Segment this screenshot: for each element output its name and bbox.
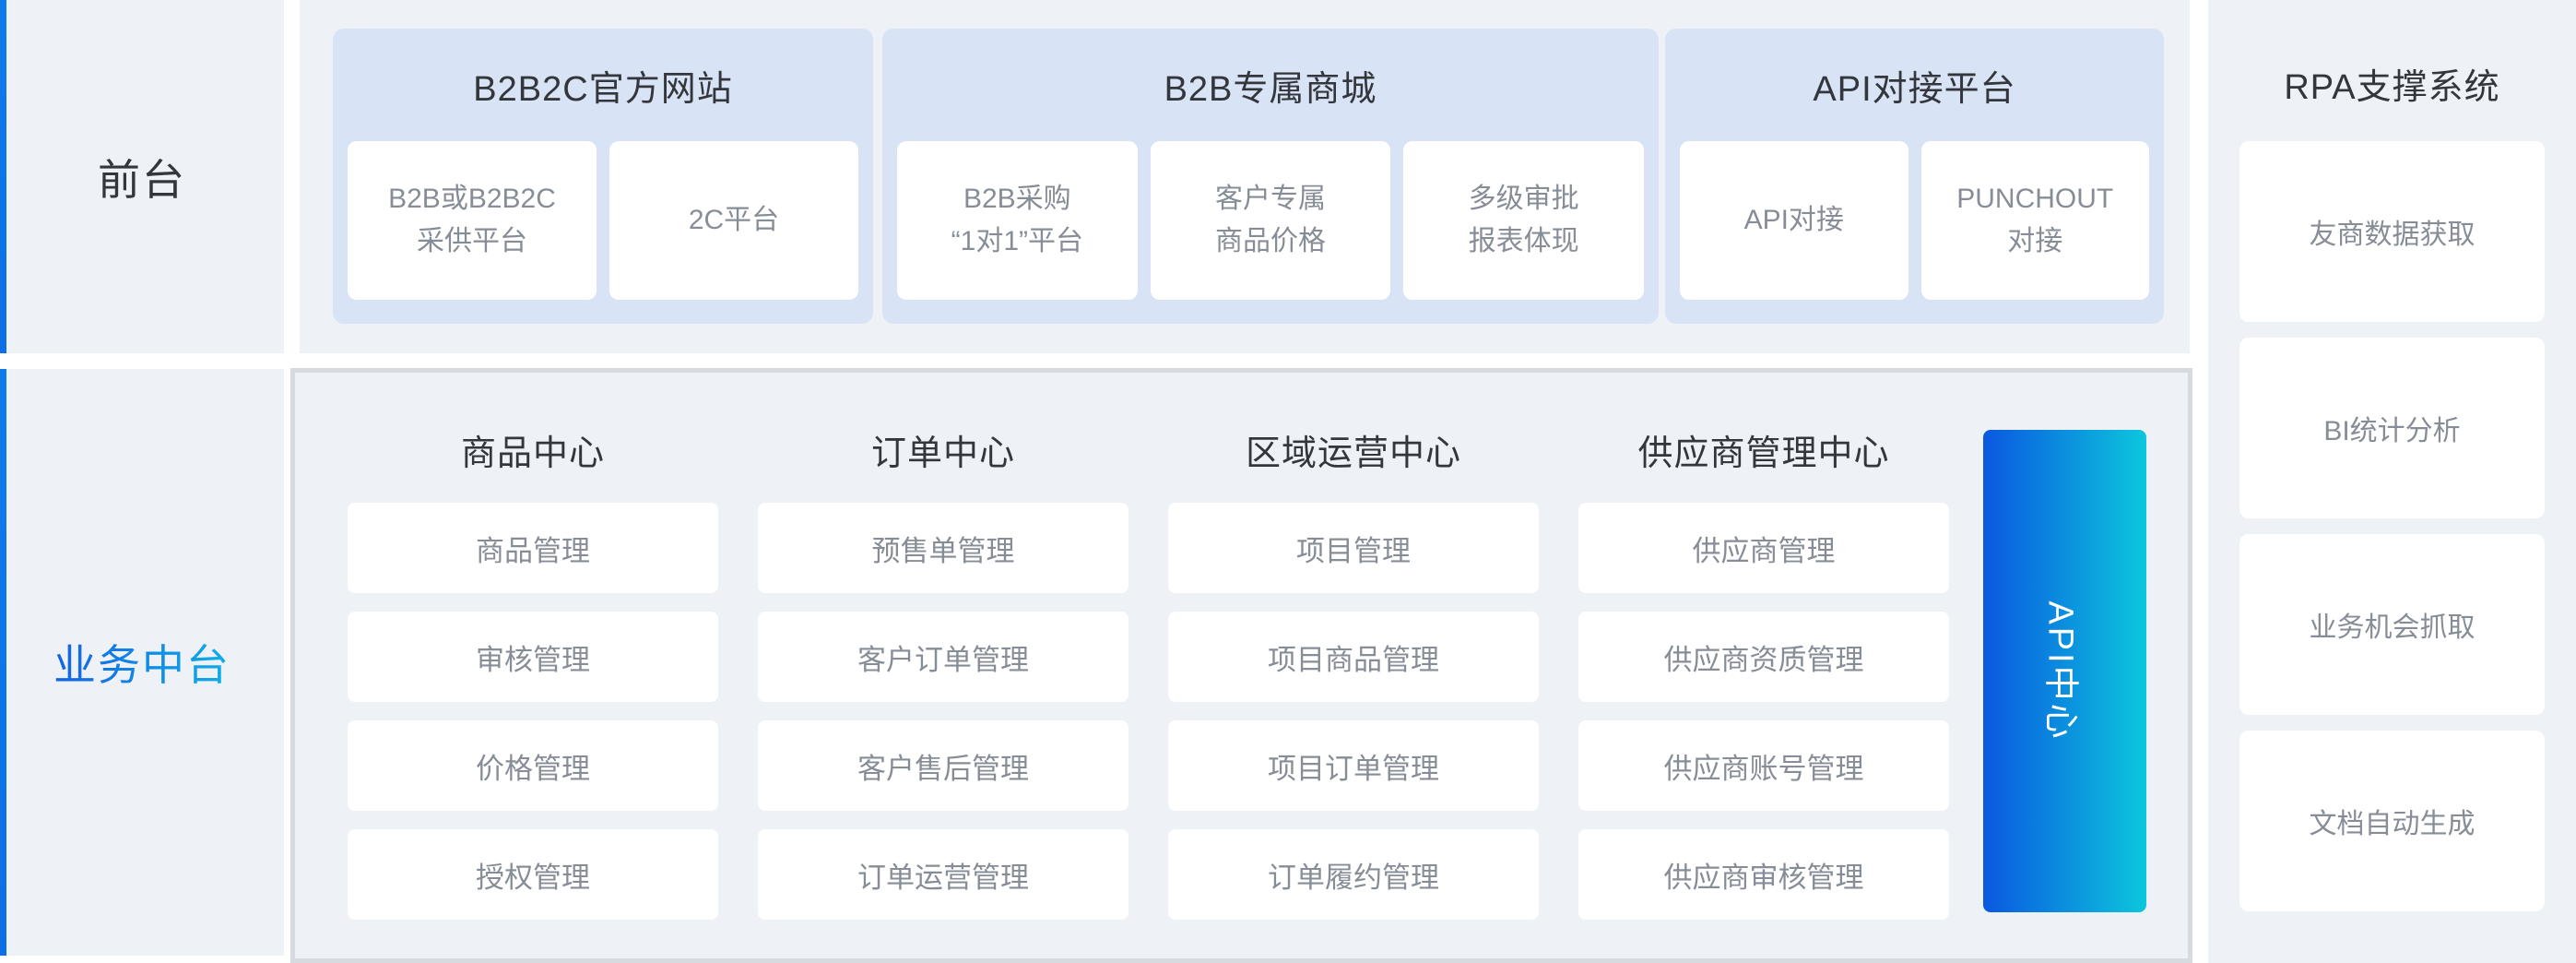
middle-card: 项目商品管理: [1168, 612, 1539, 702]
front-card: 2C平台: [609, 141, 858, 300]
center-column-order: 订单中心 预售单管理 客户订单管理 客户售后管理 订单运营管理: [758, 373, 1128, 938]
column-title: 供应商管理中心: [1637, 434, 1890, 473]
api-center-bar: API中心: [1983, 430, 2146, 912]
rpa-card: BI统计分析: [2239, 338, 2545, 518]
front-stage-panel: 前台: [0, 0, 284, 353]
center-column-supplier: 供应商管理中心 供应商管理 供应商资质管理 供应商账号管理 供应商审核管理: [1578, 373, 1949, 938]
business-middle-panel: 业务中台: [0, 369, 284, 956]
rpa-card: 业务机会抓取: [2239, 534, 2545, 715]
group-cards: B2B采购 “1对1”平台 客户专属 商品价格 多级审批 报表体现: [882, 141, 1659, 300]
group-b2b2c-website: B2B2C官方网站 B2B或B2B2C 采供平台 2C平台: [333, 29, 873, 324]
column-title: 区域运营中心: [1245, 434, 1461, 473]
front-stage-strip: B2B2C官方网站 B2B或B2B2C 采供平台 2C平台 B2B专属商城 B2…: [300, 0, 2190, 353]
group-cards: B2B或B2B2C 采供平台 2C平台: [333, 141, 873, 300]
rpa-panel: RPA支撑系统 友商数据获取 BI统计分析 业务机会抓取 文档自动生成: [2208, 0, 2576, 963]
column-title: 订单中心: [870, 434, 1015, 473]
middle-card: 订单履约管理: [1168, 829, 1539, 920]
middle-card: 预售单管理: [758, 503, 1128, 593]
business-middle-label: 业务中台: [0, 369, 284, 956]
front-card: 多级审批 报表体现: [1403, 141, 1645, 300]
rpa-title: RPA支撑系统: [2284, 67, 2500, 107]
center-column-product: 商品中心 商品管理 审核管理 价格管理 授权管理: [348, 373, 718, 938]
group-title: API对接平台: [1813, 69, 2016, 109]
middle-card: 价格管理: [348, 720, 718, 811]
middle-card: 项目订单管理: [1168, 720, 1539, 811]
middle-card: 供应商管理: [1578, 503, 1949, 593]
front-stage-label: 前台: [98, 155, 186, 204]
center-column-region: 区域运营中心 项目管理 项目商品管理 项目订单管理 订单履约管理: [1168, 373, 1539, 938]
business-middle-box: 商品中心 商品管理 审核管理 价格管理 授权管理 订单中心 预售单管理 客户订单…: [290, 368, 2192, 963]
middle-card: 项目管理: [1168, 503, 1539, 593]
front-card: API对接: [1680, 141, 1908, 300]
middle-card: 审核管理: [348, 612, 718, 702]
rpa-card: 文档自动生成: [2239, 731, 2545, 911]
front-card: 客户专属 商品价格: [1150, 141, 1391, 300]
middle-card: 商品管理: [348, 503, 718, 593]
middle-card: 授权管理: [348, 829, 718, 920]
front-card: PUNCHOUT 对接: [1920, 141, 2149, 300]
rpa-card: 友商数据获取: [2239, 141, 2545, 322]
middle-card: 供应商资质管理: [1578, 612, 1949, 702]
middle-card: 客户售后管理: [758, 720, 1128, 811]
column-title: 商品中心: [460, 434, 605, 473]
middle-card: 供应商账号管理: [1578, 720, 1949, 811]
front-card: B2B采购 “1对1”平台: [897, 141, 1138, 300]
group-title: B2B2C官方网站: [473, 69, 733, 109]
group-b2b-mall: B2B专属商城 B2B采购 “1对1”平台 客户专属 商品价格 多级审批 报表体…: [882, 29, 1659, 324]
middle-card: 订单运营管理: [758, 829, 1128, 920]
group-title: B2B专属商城: [1164, 69, 1377, 109]
api-center-label: API中心: [2041, 600, 2080, 742]
rpa-cards: 友商数据获取 BI统计分析 业务机会抓取 文档自动生成: [2239, 141, 2545, 911]
front-card: B2B或B2B2C 采供平台: [348, 141, 597, 300]
group-cards: API对接 PUNCHOUT 对接: [1665, 141, 2164, 300]
middle-card: 客户订单管理: [758, 612, 1128, 702]
group-api-platform: API对接平台 API对接 PUNCHOUT 对接: [1665, 29, 2164, 324]
middle-card: 供应商审核管理: [1578, 829, 1949, 920]
